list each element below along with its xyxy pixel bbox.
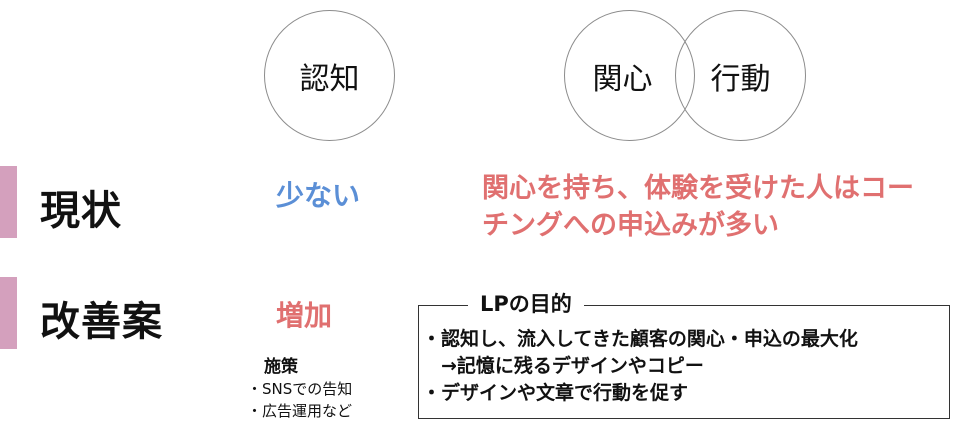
lp-purpose-lines: ・認知し、流入してきた顧客の関心・申込の最大化 →記憶に残るデザインやコピー ・… xyxy=(422,326,858,407)
improvement-awareness-text: 増加 xyxy=(276,299,333,332)
current-interest-action-line-1: 関心を持ち、体験を受けた人はコー xyxy=(482,173,914,204)
lp-purpose-line: ・認知し、流入してきた顧客の関心・申込の最大化 xyxy=(422,328,858,350)
stage-label-awareness: 認知 xyxy=(299,61,360,97)
measures-list: ・SNSでの告知 ・広告運用など xyxy=(247,378,352,422)
row-accent-bar-current xyxy=(0,166,17,238)
current-awareness-text: 少ない xyxy=(276,179,361,212)
row-label-improvement: 改善案 xyxy=(40,299,163,345)
row-label-current: 現状 xyxy=(40,188,122,234)
row-accent-bar-improvement xyxy=(0,277,17,349)
lp-purpose-line: →記憶に残るデザインやコピー xyxy=(422,355,704,377)
measures-title: 施策 xyxy=(264,357,298,377)
stage-label-action: 行動 xyxy=(710,61,771,97)
stage-circle-interest: 関心 xyxy=(564,10,695,141)
lp-purpose-title: LPの目的 xyxy=(468,288,584,318)
measure-item: ・SNSでの告知 xyxy=(247,380,353,398)
current-interest-action-text: 関心を持ち、体験を受けた人はコー チングへの申込みが多い xyxy=(482,170,952,244)
stage-label-interest: 関心 xyxy=(592,61,653,97)
stage-circle-awareness: 認知 xyxy=(264,10,395,141)
lp-purpose-line: ・デザインや文章で行動を促す xyxy=(422,382,689,404)
measure-item: ・広告運用など xyxy=(247,402,353,420)
lp-purpose-box xyxy=(418,305,950,419)
stage-circle-action: 行動 xyxy=(675,10,806,141)
current-interest-action-line-2: チングへの申込みが多い xyxy=(482,210,779,241)
